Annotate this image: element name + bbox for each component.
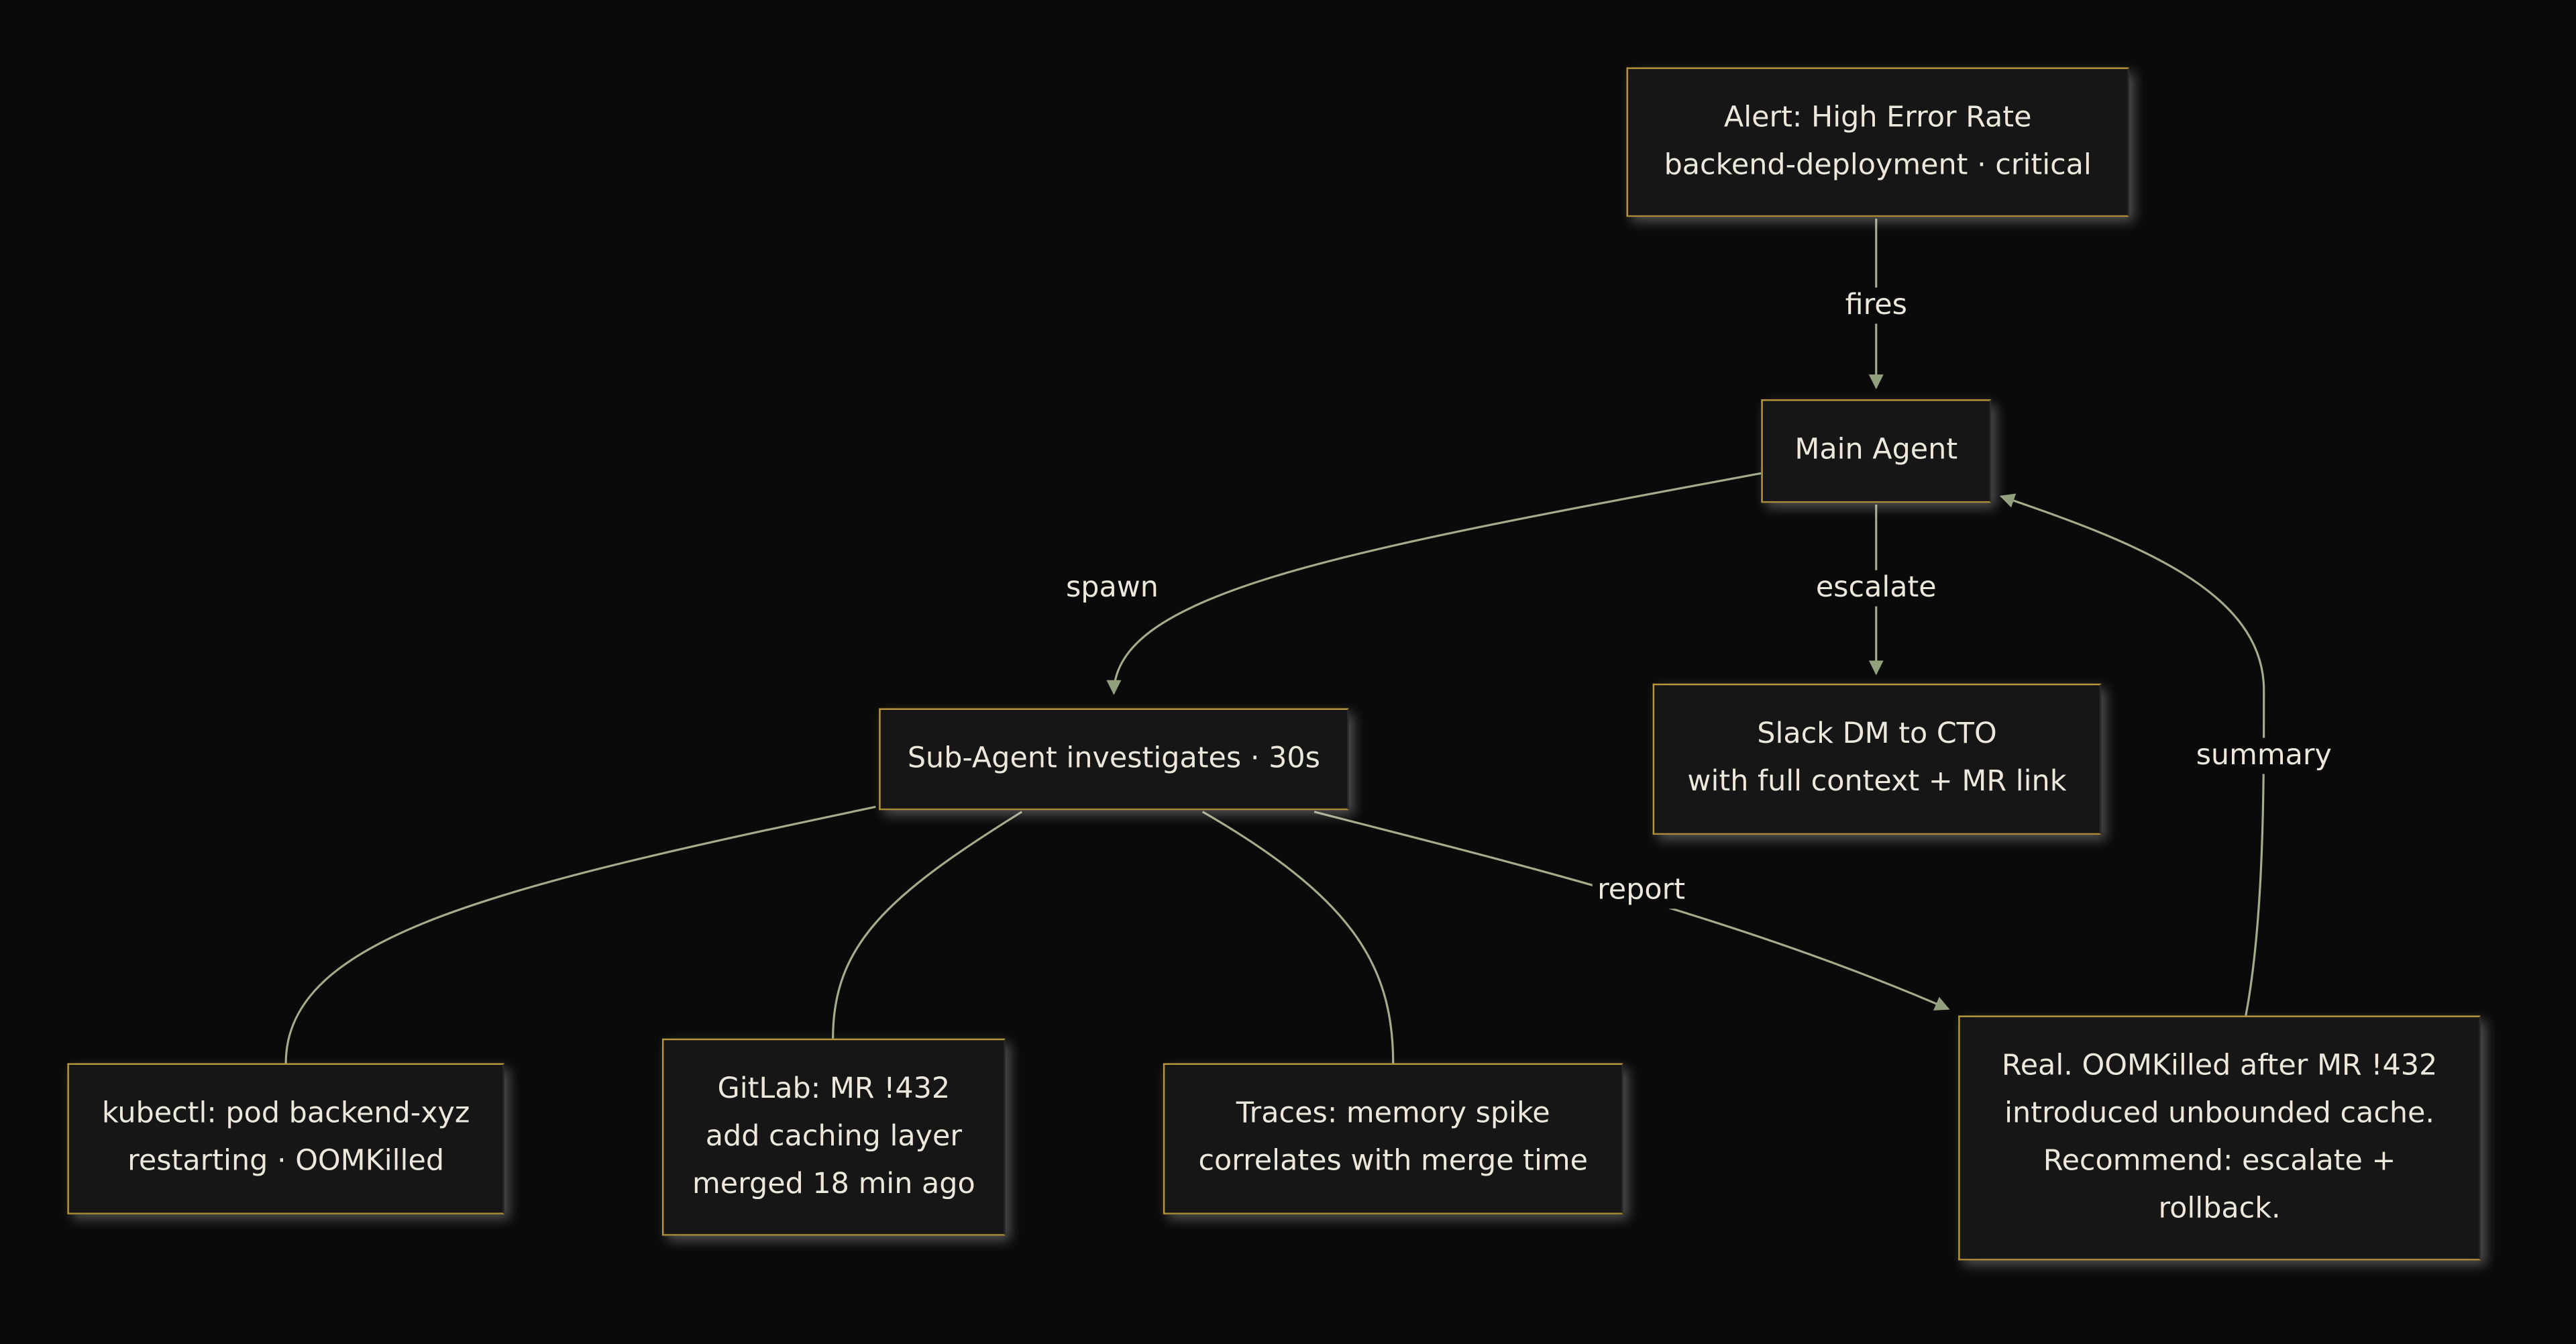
edge-summary <box>1999 493 2265 1016</box>
node-text: backend-deployment · critical <box>1664 148 2092 182</box>
node-text: Real. OOMKilled after MR !432 <box>2001 1049 2438 1082</box>
edge-sub-traces <box>1201 811 1395 1064</box>
node-text: merged 18 min ago <box>692 1168 975 1200</box>
node-result[interactable]: Real. OOMKilled after MR !432 introduced… <box>1958 1015 2481 1261</box>
edge-spawn <box>1106 472 1762 695</box>
node-text: Traces: memory spike <box>1236 1097 1550 1131</box>
edge-sub-gitlab <box>832 811 1023 1039</box>
node-text: Recommend: escalate + <box>2043 1144 2396 1178</box>
node-text: introduced unbounded cache. <box>2004 1096 2435 1130</box>
edge-label-summary: summary <box>2191 737 2337 774</box>
edge-label-report: report <box>1592 872 1690 909</box>
edge-sub-kubectl <box>284 805 876 1064</box>
node-text: correlates with merge time <box>1198 1145 1589 1178</box>
node-kubectl[interactable]: kubectl: pod backend-xyz restarting · OO… <box>67 1063 504 1214</box>
node-text: GitLab: MR !432 <box>717 1072 951 1105</box>
node-slack-dm[interactable]: Slack DM to CTO with full context + MR l… <box>1652 683 2102 835</box>
node-sub-agent[interactable]: Sub-Agent investigates · 30s <box>879 708 1349 811</box>
node-text: rollback. <box>2158 1192 2281 1225</box>
node-text: add caching layer <box>705 1119 963 1153</box>
edge-label-escalate: escalate <box>1811 570 1942 607</box>
node-text: kubectl: pod backend-xyz <box>101 1097 470 1131</box>
edge-report <box>1313 811 1950 1011</box>
node-main-agent[interactable]: Main Agent <box>1761 399 1992 503</box>
node-traces[interactable]: Traces: memory spike correlates with mer… <box>1163 1063 1623 1214</box>
node-text: Sub-Agent investigates · 30s <box>907 741 1320 775</box>
edge-label-spawn: spawn <box>1061 570 1164 607</box>
node-text: Main Agent <box>1794 433 1958 467</box>
edge-label-fires: fires <box>1840 287 1913 324</box>
node-text: restarting · OOMKilled <box>127 1145 445 1178</box>
node-text: with full context + MR link <box>1687 766 2067 799</box>
node-text: Slack DM to CTO <box>1757 718 1997 752</box>
node-text: Alert: High Error Rate <box>1723 101 2032 134</box>
node-alert[interactable]: Alert: High Error Rate backend-deploymen… <box>1626 67 2129 217</box>
node-gitlab[interactable]: GitLab: MR !432 add caching layer merged… <box>661 1038 1006 1236</box>
